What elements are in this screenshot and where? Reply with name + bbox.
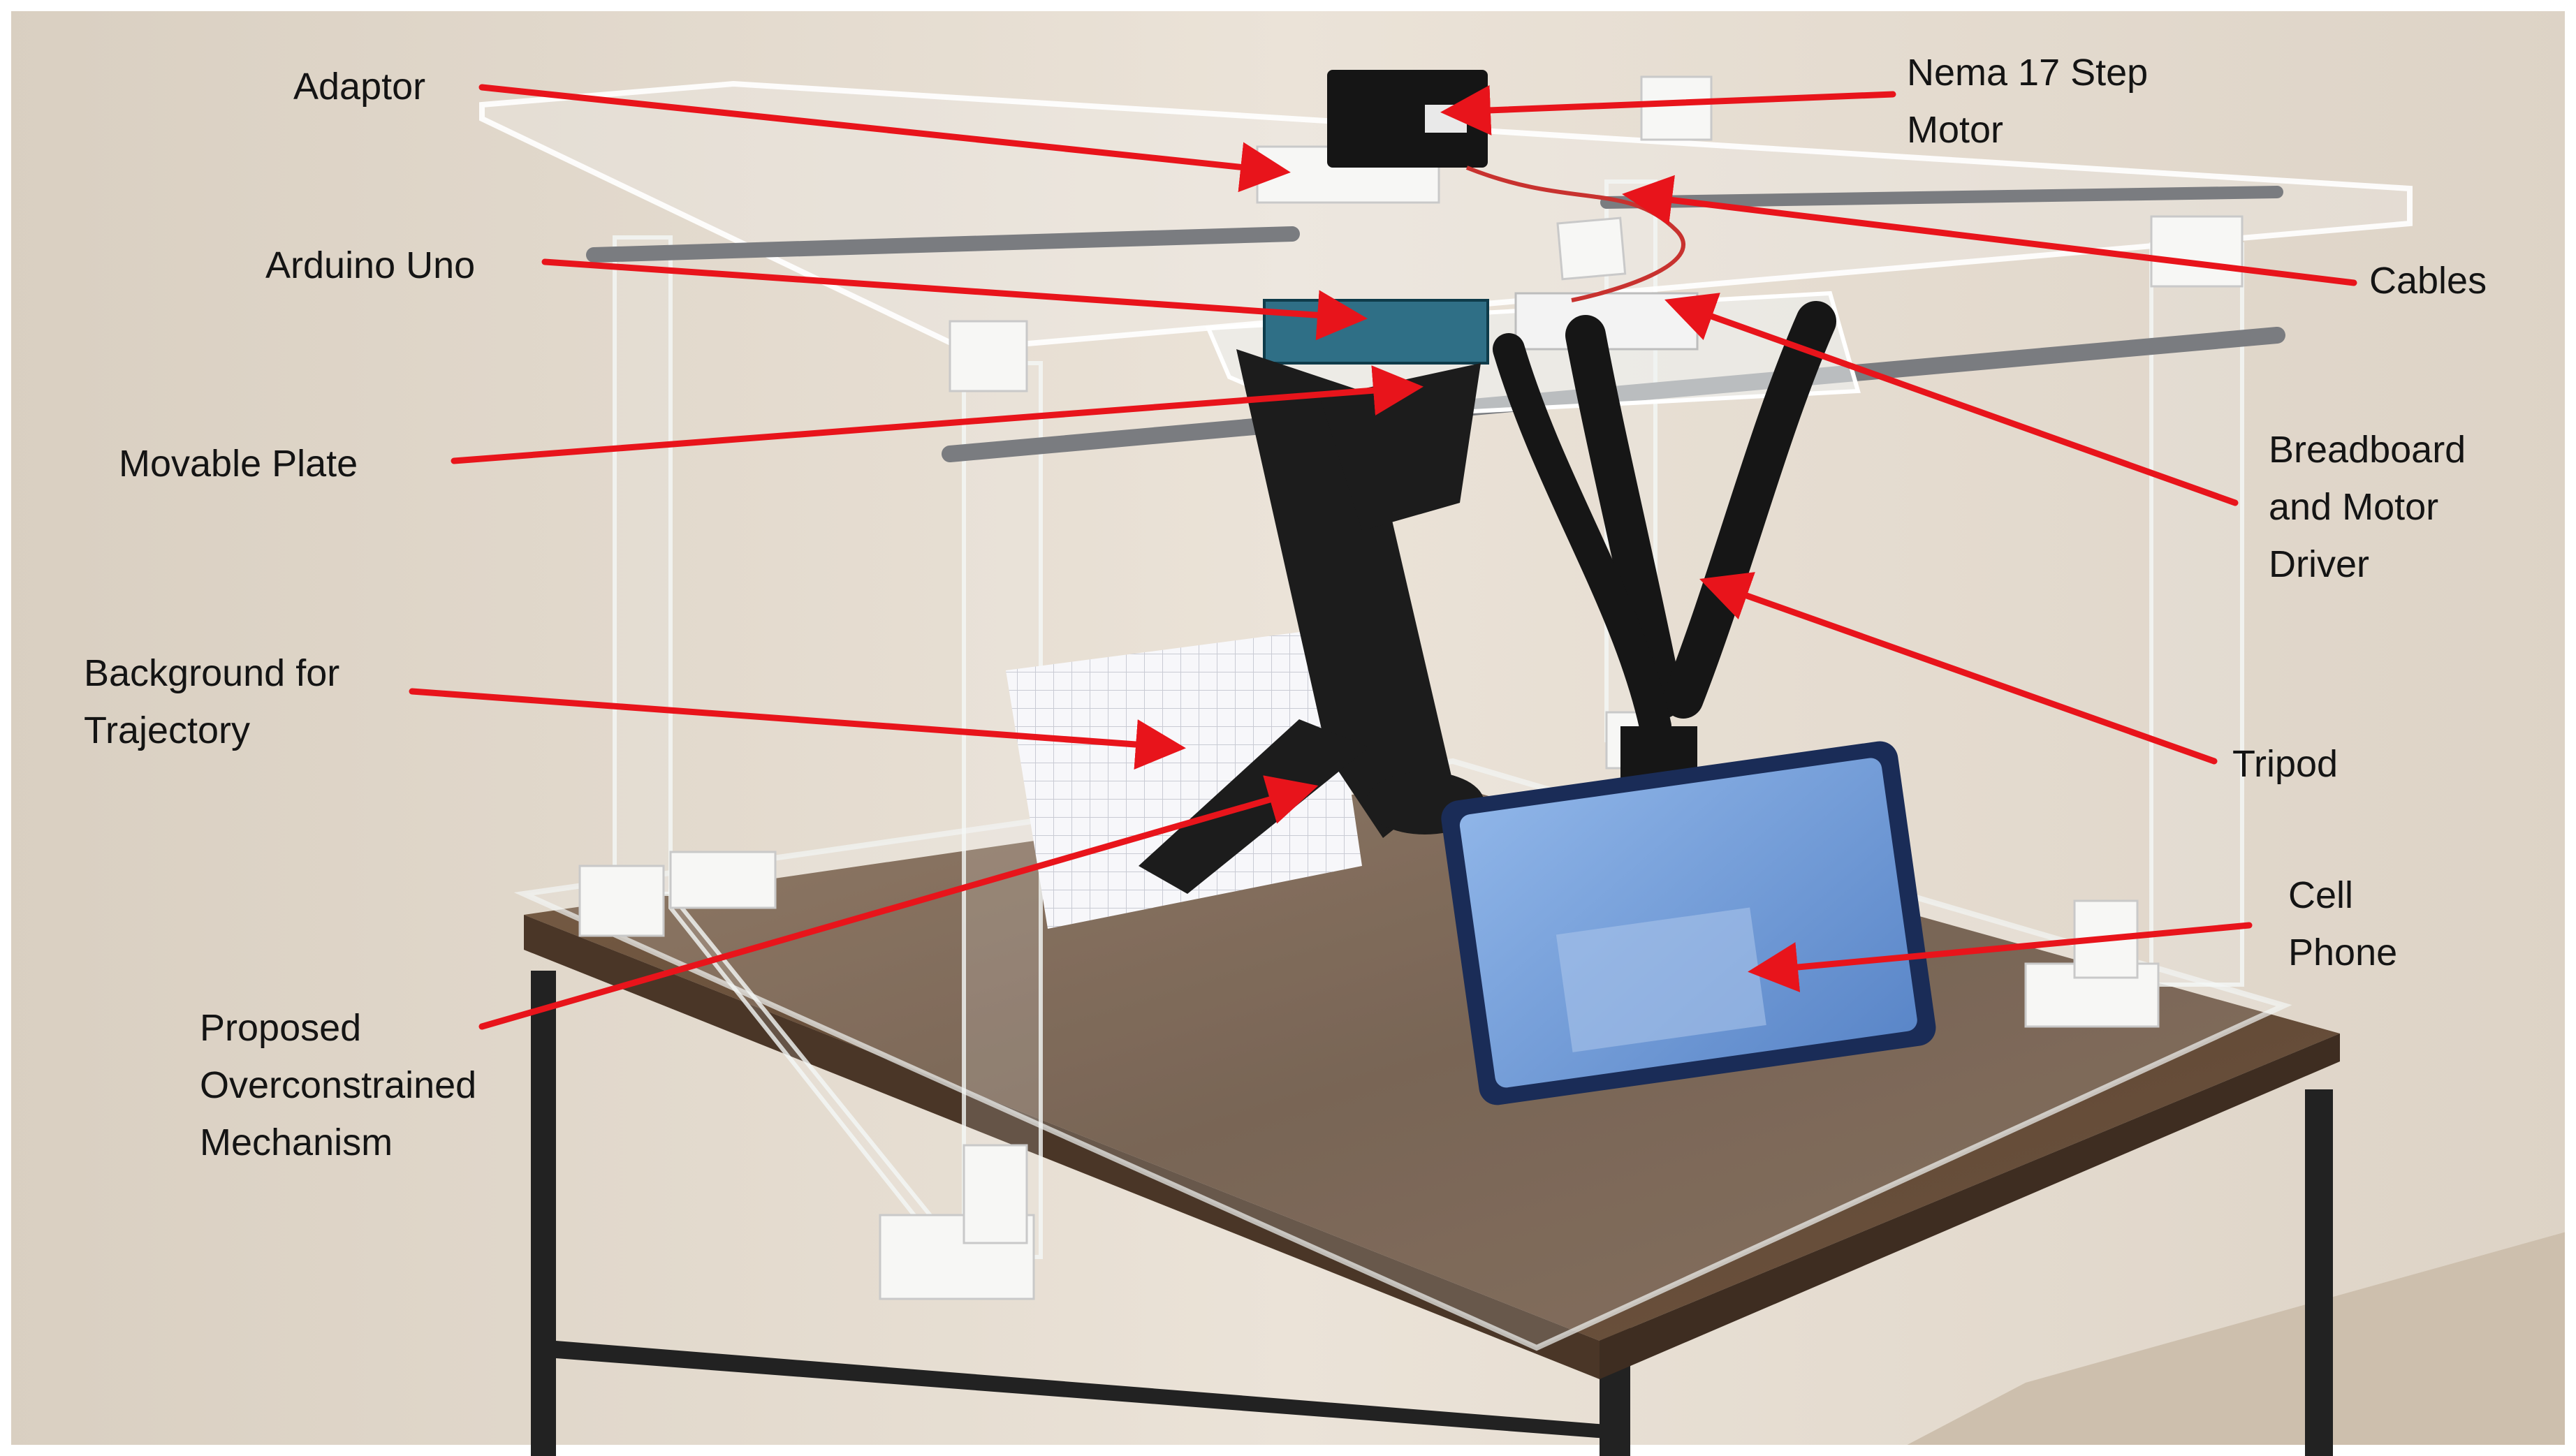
arrow-cables bbox=[1622, 175, 2357, 286]
arrow-arduino bbox=[541, 258, 1368, 341]
label-phone: Cell Phone bbox=[2288, 874, 2397, 973]
label-mechanism: Proposed Overconstrained Mechanism bbox=[200, 1007, 487, 1163]
cell-phone bbox=[1441, 741, 1936, 1105]
label-tripod: Tripod bbox=[2232, 743, 2338, 785]
acrylic-frame bbox=[613, 179, 2244, 1284]
arrow-phone bbox=[1748, 922, 2253, 992]
label-cables: Cables bbox=[2369, 260, 2487, 302]
arduino-board bbox=[1263, 299, 1489, 365]
top-acrylic-plate bbox=[479, 80, 2413, 353]
annotation-arrows bbox=[409, 84, 2357, 1030]
label-motor: Nema 17 Step Motor bbox=[1907, 52, 2158, 151]
arrow-adaptor bbox=[478, 84, 1291, 193]
white-brackets bbox=[578, 75, 2244, 1300]
arrow-tripod bbox=[1699, 572, 2218, 765]
label-background: Background for Trajectory bbox=[84, 652, 350, 751]
label-movable-plate: Movable Plate bbox=[119, 443, 358, 485]
floor bbox=[1886, 1229, 2576, 1456]
cables bbox=[1465, 166, 1685, 302]
arrow-motor bbox=[1440, 84, 1896, 135]
table-edge bbox=[524, 915, 1600, 1379]
label-adaptor: Adaptor bbox=[293, 66, 425, 108]
arrow-movable-plate bbox=[451, 365, 1424, 464]
arrow-mechanism bbox=[478, 775, 1319, 1030]
label-arduino: Arduino Uno bbox=[265, 244, 475, 286]
arrow-background bbox=[409, 688, 1186, 770]
label-breadboard: Breadboard and Motor Driver bbox=[2269, 429, 2476, 585]
arrow-breadboard bbox=[1664, 293, 2239, 506]
